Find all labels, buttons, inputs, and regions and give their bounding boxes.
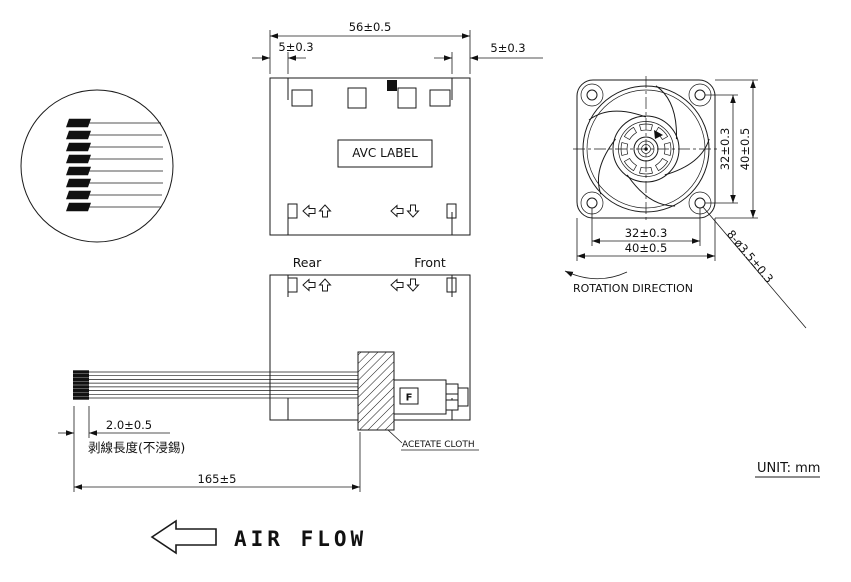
top-side-view: AVC LABEL 56±0.5 5±0.3 5±0.3 (252, 20, 543, 236)
mounting-hole (694, 89, 706, 101)
airflow-arrow-icon (150, 519, 217, 555)
mounting-holes-note: 8-ø3.5±0.3 (724, 227, 776, 286)
avc-label-text: AVC LABEL (352, 146, 418, 160)
impeller-blades (588, 85, 710, 207)
arrow-up-icon (318, 278, 332, 292)
front-side-label: Front (414, 255, 446, 270)
arrow-left-icon (302, 278, 316, 292)
dim-lead-length: 165±5 (198, 472, 237, 486)
arrow-left-icon (390, 204, 404, 218)
dim-overall-depth: 56±0.5 (349, 20, 392, 34)
arrow-down-icon (406, 278, 420, 292)
arrow-left-icon (302, 204, 316, 218)
rotation-direction-label: ROTATION DIRECTION (573, 282, 693, 295)
mounting-hole (586, 197, 598, 209)
connector-marking: F (406, 393, 413, 404)
connector: F (393, 379, 469, 415)
stripped-wire-ends-icon (66, 118, 163, 212)
housing-notch (387, 80, 397, 91)
arrow-down-icon (406, 204, 420, 218)
unit-label: UNIT: mm (757, 461, 820, 476)
mounting-hole (694, 197, 706, 209)
dim-frame-height: 40±0.5 (738, 128, 752, 171)
mounting-hole (586, 89, 598, 101)
strip-length-note: 剥線長度(不浸錫) (88, 440, 185, 455)
arrow-up-icon (318, 204, 332, 218)
cable-assembly: F 2.0±0.5 剥線長度(不浸錫) 165±5 ACETATE CLOTH (58, 351, 479, 492)
rear-side-label: Rear (293, 255, 322, 270)
front-view: 32±0.3 40±0.5 32±0.3 40±0.5 8-ø3.5±0.3 R… (564, 76, 807, 329)
airflow-indicator: AIR FLOW (150, 519, 367, 555)
acetate-cloth-label: ACETATE CLOTH (402, 440, 475, 450)
airflow-label: AIR FLOW (234, 527, 367, 551)
rotation-direction-arrow (564, 270, 628, 280)
lead-wires (73, 370, 358, 400)
rotation-arrow-icon (654, 130, 663, 139)
dim-frame-width: 40±0.5 (625, 241, 668, 255)
acetate-cloth-wrap (357, 351, 395, 431)
arrow-left-icon (390, 278, 404, 292)
dim-flange-right: 5±0.3 (490, 41, 525, 55)
avc-label-box (337, 139, 433, 168)
dim-flange-left: 5±0.3 (278, 40, 313, 54)
dim-hole-pitch-vertical: 32±0.3 (718, 128, 732, 171)
dim-hole-pitch-horizontal: 32±0.3 (625, 226, 668, 240)
unit-note: UNIT: mm (755, 461, 820, 478)
hub (612, 115, 680, 183)
wire-detail-view (20, 89, 174, 243)
dim-strip-length: 2.0±0.5 (106, 418, 152, 432)
